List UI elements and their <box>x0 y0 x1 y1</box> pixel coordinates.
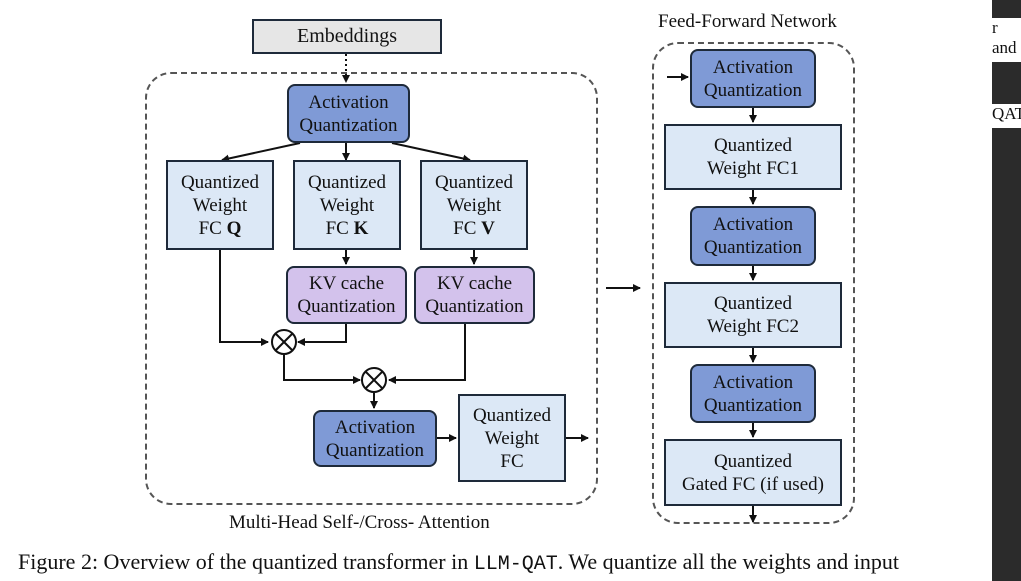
fc-letter: V <box>481 217 495 239</box>
box-line: Quantization <box>703 237 803 258</box>
multiply-node-1 <box>271 329 297 355</box>
box-line: FC K <box>326 217 369 240</box>
activation-quantization-top: Activation Quantization <box>287 84 410 143</box>
adjacent-window-edge: r tok and QAT <box>992 0 1021 581</box>
figure-caption: Figure 2: Overview of the quantized tran… <box>18 549 899 576</box>
box-line: Quantized <box>472 404 552 426</box>
box-line: Activation <box>712 371 794 393</box>
weight-fc-k: Quantized Weight FC K <box>293 160 401 250</box>
box-line: Quantization <box>299 114 398 136</box>
ffn-activation-quantization-3: Activation Quantization <box>690 364 816 423</box>
box-line: Weight <box>484 427 540 449</box>
fc-word: FC <box>198 217 222 239</box>
ffn-title: Feed-Forward Network <box>658 11 837 32</box>
fc-word: FC <box>325 217 349 239</box>
box-line: Quantization <box>325 439 425 461</box>
box-line: Activation <box>712 56 794 78</box>
box-line: Activation <box>334 416 416 438</box>
box-line: Quantization <box>703 394 803 416</box>
box-line: Quantization <box>297 296 396 317</box>
weight-fc-q: Quantized Weight FC Q <box>166 160 274 250</box>
box-line: Quantization <box>425 296 524 317</box>
box-line: Quantized <box>713 135 793 156</box>
ffn-gated-fc: Quantized Gated FC (if used) <box>664 439 842 506</box>
caption-prefix: Figure 2: Overview of the quantized tran… <box>18 549 474 574</box>
box-line: FC V <box>453 217 495 240</box>
ffn-activation-quantization-1: Activation Quantization <box>690 49 816 108</box>
weight-fc-v: Quantized Weight FC V <box>420 160 528 250</box>
weight-fc-out: Quantized Weight FC <box>458 394 566 482</box>
embeddings-box: Embeddings <box>252 19 442 54</box>
kv-cache-quantization-k: KV cache Quantization <box>286 266 407 324</box>
fc-letter: Q <box>226 217 242 239</box>
ffn-weight-fc1: Quantized Weight FC1 <box>664 124 842 190</box>
box-line: Quantized <box>713 293 793 314</box>
edge-text-fragment: QAT <box>992 104 1021 128</box>
box-line: KV cache <box>308 273 385 294</box>
box-line: Weight <box>446 194 502 216</box>
attention-title: Multi-Head Self-/Cross- Attention <box>229 512 490 533</box>
box-line: Weight FC2 <box>707 316 799 337</box>
box-line: KV cache <box>436 273 513 294</box>
box-line: Gated FC (if used) <box>682 473 824 495</box>
ffn-weight-fc2: Quantized Weight FC2 <box>664 282 842 348</box>
box-line: Quantized <box>307 171 387 193</box>
edge-text-fragment: and <box>992 38 1021 62</box>
box-line: Quantized <box>180 171 260 193</box>
fc-letter: K <box>353 217 369 239</box>
ffn-block <box>652 42 855 524</box>
kv-cache-quantization-v: KV cache Quantization <box>414 266 535 324</box>
box-line: FC Q <box>199 217 242 240</box>
box-line: Quantized <box>434 171 514 193</box>
fc-word: FC <box>453 217 477 239</box>
ffn-activation-quantization-2: Activation Quantization <box>690 206 816 266</box>
activation-quantization-bottom: Activation Quantization <box>313 410 437 467</box>
box-line: Quantized <box>713 450 793 472</box>
box-line: FC <box>500 450 524 472</box>
box-line: Weight <box>192 194 248 216</box>
multiply-node-2 <box>361 367 387 393</box>
caption-suffix: . We quantize all the weights and input <box>557 549 899 574</box>
box-line: Quantization <box>703 79 803 101</box>
attention-block <box>145 72 598 505</box>
box-line: Activation <box>712 214 794 235</box>
caption-code: LLM-QAT <box>473 553 558 576</box>
box-line: Activation <box>308 91 389 113</box>
box-line: Weight FC1 <box>707 158 799 179</box>
box-line: Weight <box>319 194 375 216</box>
